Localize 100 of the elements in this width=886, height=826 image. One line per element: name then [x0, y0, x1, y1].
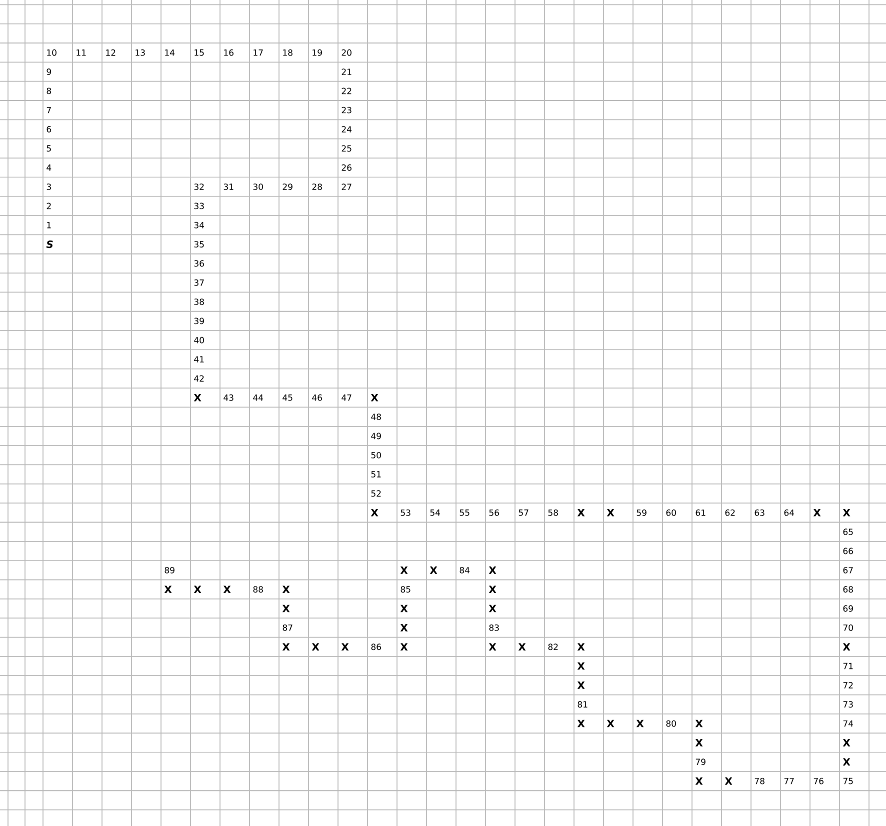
cell-number: 27	[342, 184, 352, 190]
cell-number: 58	[548, 509, 558, 516]
cell-number: 28	[312, 184, 322, 190]
cell-number: 75	[843, 778, 853, 784]
cell-number: 39	[194, 318, 204, 324]
cell-number: 73	[843, 701, 853, 708]
cell-number: 66	[843, 548, 853, 554]
cell-number: 83	[489, 624, 499, 631]
cell-number: 29	[282, 184, 292, 190]
cell-number: 63	[754, 509, 764, 516]
cell-number: 4	[46, 164, 52, 171]
cell-number: 85	[400, 586, 410, 593]
cross-mark: X	[842, 739, 850, 746]
cross-mark: X	[400, 624, 408, 632]
cell-number: 21	[342, 68, 352, 75]
cell-number: 51	[371, 471, 381, 478]
cell-number: 23	[342, 106, 352, 114]
cross-mark: X	[842, 509, 850, 516]
cross-mark: X	[194, 586, 202, 593]
cell-number: 33	[194, 202, 204, 210]
cross-mark: X	[842, 758, 850, 766]
cross-mark: X	[813, 509, 821, 516]
cell-number: 34	[194, 222, 204, 228]
cell-number: 41	[194, 356, 204, 362]
cell-number: 44	[253, 394, 264, 401]
cell-number: 15	[194, 49, 204, 56]
cross-mark: X	[577, 662, 585, 670]
cell-number: 76	[814, 778, 824, 784]
cell-number: 17	[254, 50, 263, 56]
cell-number: 86	[371, 644, 381, 650]
cell-number: 20	[342, 49, 352, 56]
cell-number: 47	[342, 394, 352, 401]
cell-number: 7	[46, 107, 51, 114]
cell-number: 72	[843, 682, 853, 688]
cell-number: 43	[224, 394, 234, 401]
cell-number: 32	[194, 184, 204, 190]
cross-mark: X	[164, 586, 172, 593]
cell-number: 16	[224, 49, 234, 56]
cell-number: 30	[253, 184, 263, 190]
cell-number: 9	[46, 68, 52, 75]
cell-number: 60	[666, 509, 676, 516]
cell-number: 65	[843, 528, 853, 536]
cross-mark: X	[577, 509, 585, 516]
cell-number: 25	[342, 145, 352, 152]
cell-number: 11	[76, 50, 86, 56]
cross-mark: X	[577, 720, 585, 728]
cross-mark: X	[370, 394, 378, 402]
cell-number: 59	[636, 509, 646, 516]
cross-mark: X	[488, 586, 496, 593]
cell-number: 19	[312, 49, 322, 56]
cell-number: 2	[46, 202, 51, 210]
cell-number: 79	[696, 758, 706, 766]
cell-number: 48	[371, 414, 381, 420]
cross-mark: X	[695, 720, 703, 728]
cross-mark: X	[370, 509, 378, 516]
cell-number: 67	[843, 566, 853, 574]
cell-number: 52	[371, 490, 381, 497]
cell-number: 42	[194, 375, 204, 382]
cell-number: 35	[194, 241, 204, 248]
cross-mark: X	[606, 509, 614, 516]
cell-number: 22	[342, 88, 352, 94]
cell-number: 18	[283, 49, 292, 56]
cross-mark: X	[312, 643, 320, 650]
cross-mark: X	[400, 643, 408, 650]
cell-number: 49	[371, 432, 381, 440]
cell-number: 37	[194, 279, 204, 286]
cell-number: 61	[696, 509, 706, 516]
cross-mark: X	[194, 394, 202, 402]
cross-mark: X	[488, 643, 496, 650]
cell-number: 81	[578, 701, 588, 708]
cross-mark: X	[724, 777, 732, 785]
cell-number: 31	[224, 184, 234, 190]
cell-number: 45	[282, 394, 292, 401]
cross-mark: X	[695, 777, 703, 785]
cross-mark: X	[282, 643, 290, 650]
cell-number: 24	[342, 126, 352, 132]
cell-number: 89	[164, 566, 174, 574]
cell-number: 64	[784, 509, 794, 516]
cell-number: 40	[194, 336, 204, 344]
cross-mark: X	[842, 643, 850, 650]
cross-mark: X	[341, 643, 349, 650]
cross-mark: X	[282, 604, 290, 612]
cell-number: 74	[843, 720, 854, 727]
cross-mark: X	[400, 566, 408, 574]
cell-number: 78	[754, 778, 764, 784]
cell-number: 56	[489, 509, 499, 516]
cell-number: 54	[430, 510, 440, 516]
cross-mark: X	[488, 566, 496, 574]
cell-number: 13	[136, 49, 145, 56]
cell-number: 53	[400, 509, 410, 516]
cell-number: 36	[194, 260, 204, 267]
cross-mark: X	[282, 586, 290, 593]
cell-number: 38	[194, 298, 204, 306]
cross-mark: X	[400, 604, 408, 612]
cell-number: 62	[725, 509, 735, 516]
start-mark: S	[46, 240, 53, 248]
cell-number: 87	[282, 624, 292, 631]
cross-mark: X	[223, 586, 231, 593]
cross-mark: X	[488, 604, 496, 612]
cell-number: 46	[312, 394, 322, 401]
